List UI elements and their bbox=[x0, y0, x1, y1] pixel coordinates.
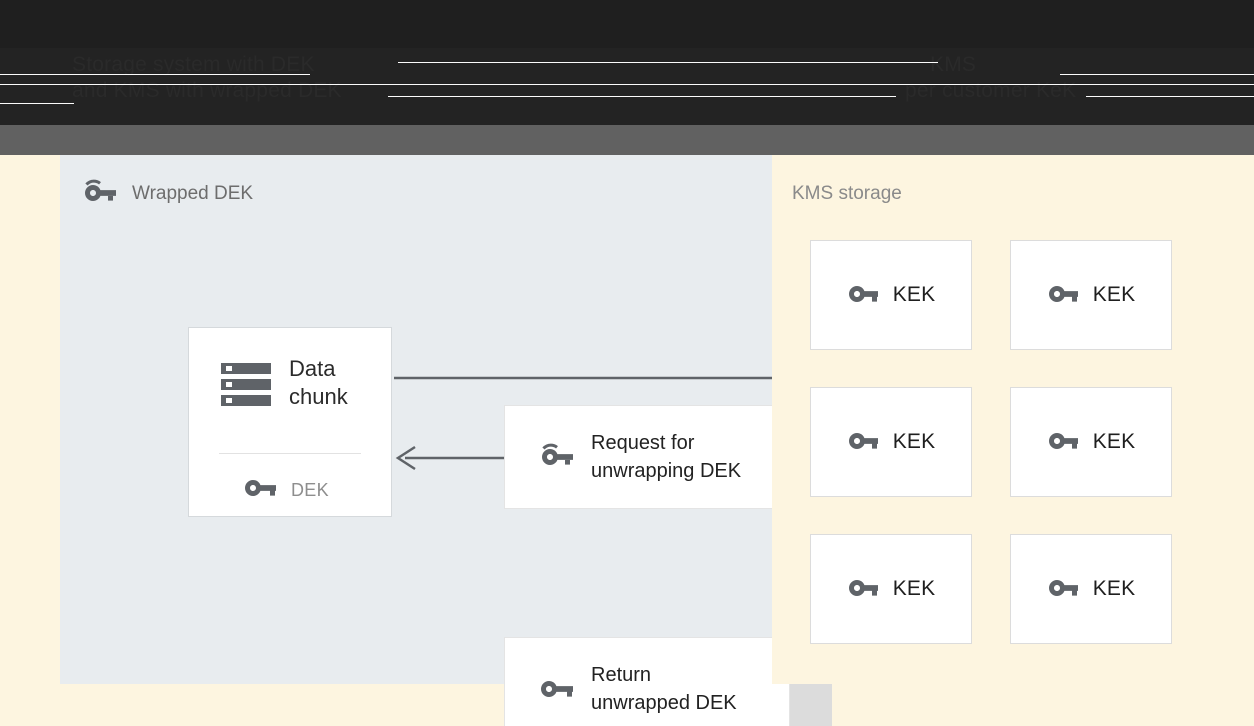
header-title-right: KMS bbox=[930, 53, 977, 76]
window-header-inner bbox=[0, 48, 1254, 125]
kek-label: KEK bbox=[892, 577, 936, 600]
header-subtitle-left: and KMS with wrapped DEK bbox=[72, 79, 342, 102]
header-rule-1 bbox=[398, 62, 938, 63]
return-unwrapped-label: Return unwrapped DEK bbox=[591, 664, 737, 714]
wrapped-key-icon bbox=[85, 179, 116, 201]
key-icon bbox=[848, 286, 878, 302]
data-chunk-header: Data chunk bbox=[219, 355, 348, 411]
data-chunk-divider bbox=[219, 453, 361, 454]
kek-label: KEK bbox=[1092, 283, 1136, 306]
kek-card[interactable]: KEK bbox=[1010, 534, 1172, 644]
left-panel-title: Wrapped DEK bbox=[132, 183, 254, 204]
header-rule-2 bbox=[0, 74, 310, 75]
kek-grid: KEK KEK KEK bbox=[810, 240, 1172, 644]
kek-label: KEK bbox=[892, 430, 936, 453]
kek-label: KEK bbox=[1092, 430, 1136, 453]
data-chunk-label: Data chunk bbox=[289, 356, 348, 409]
kek-card[interactable]: KEK bbox=[810, 240, 972, 350]
arrow-return-head bbox=[395, 445, 416, 471]
data-chunk-card[interactable]: Data chunk DEK bbox=[188, 327, 392, 517]
right-panel-kms-storage: KMS storage KEK KEK bbox=[772, 155, 1254, 684]
window-header-dark-band: Storage system with DEK and KMS with wra… bbox=[0, 0, 1254, 125]
header-subtitle-right: per customer KeK bbox=[905, 79, 1077, 102]
data-chunk-dek-label: DEK bbox=[291, 479, 329, 500]
right-panel-title: KMS storage bbox=[792, 183, 902, 204]
header-rule-5 bbox=[388, 96, 896, 97]
key-icon bbox=[848, 580, 878, 596]
data-chunk-dek-row: DEK bbox=[243, 478, 329, 502]
header-rule-7 bbox=[0, 103, 74, 104]
kek-label: KEK bbox=[1092, 577, 1136, 600]
key-icon bbox=[1048, 433, 1078, 449]
header-rule-6 bbox=[1086, 96, 1254, 97]
key-icon bbox=[848, 433, 878, 449]
header-title-left: Storage system with DEK bbox=[72, 53, 315, 76]
window-toolbar-gray-band bbox=[0, 125, 1254, 155]
header-rule-3 bbox=[1060, 74, 1254, 75]
wrapped-key-icon bbox=[542, 443, 573, 465]
return-unwrapped-card[interactable]: Return unwrapped DEK bbox=[504, 637, 790, 726]
storage-chunk-icon bbox=[221, 363, 271, 406]
kek-card[interactable]: KEK bbox=[1010, 240, 1172, 350]
left-panel-wrapped-dek: Wrapped DEK Data chunk bbox=[60, 155, 832, 726]
key-icon bbox=[541, 681, 573, 697]
request-unwrap-card[interactable]: Request for unwrapping DEK bbox=[504, 405, 790, 509]
kek-label: KEK bbox=[892, 283, 936, 306]
diagram-canvas: Wrapped DEK Data chunk bbox=[0, 155, 1254, 726]
kek-card[interactable]: KEK bbox=[810, 534, 972, 644]
kek-card[interactable]: KEK bbox=[810, 387, 972, 497]
header-rule-4 bbox=[0, 84, 1254, 85]
key-icon bbox=[1048, 580, 1078, 596]
key-icon bbox=[245, 480, 276, 496]
key-icon bbox=[1048, 286, 1078, 302]
kek-card[interactable]: KEK bbox=[1010, 387, 1172, 497]
request-unwrap-label: Request for unwrapping DEK bbox=[591, 432, 742, 482]
